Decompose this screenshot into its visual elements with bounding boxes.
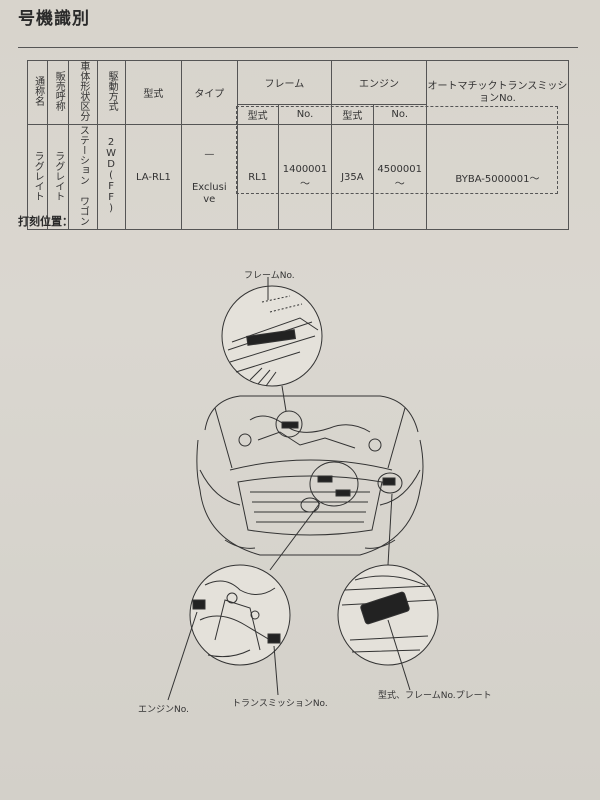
col-sales-name: 販売呼称 xyxy=(47,60,70,125)
col-at-no: オートマチックトランスミッションNo. xyxy=(425,60,570,125)
cell-engine-no: 4500001～ xyxy=(372,124,427,230)
cell-frame-model: RL1 xyxy=(236,124,279,230)
cell-at-no: BYBA-5000001～ xyxy=(425,124,570,230)
plate-location-mark xyxy=(382,477,396,486)
engine-detail-circle xyxy=(189,564,291,666)
col-frame: フレーム xyxy=(236,59,333,106)
frame-no-location-mark xyxy=(281,421,299,429)
cell-type-top: — xyxy=(204,148,215,160)
cell-type-bottom: Exclusive xyxy=(191,181,227,205)
cell-type: — Exclusive xyxy=(181,124,238,230)
page-title: 号機識別 xyxy=(18,9,90,29)
grille-outline xyxy=(237,475,383,536)
frame-no-stamp-mark xyxy=(246,329,297,346)
engine-no-label: エンジンNo. xyxy=(138,705,189,715)
frame-no-label: フレームNo. xyxy=(244,271,295,281)
col-engine: エンジン xyxy=(331,59,427,106)
transmission-no-label: トランスミッションNo. xyxy=(232,699,328,709)
col-model: 型式 xyxy=(124,60,183,125)
cell-drive: 2WD(FF) xyxy=(96,124,126,230)
col-body-type: 車体形状区分 xyxy=(68,60,98,125)
title-divider xyxy=(18,47,578,48)
cell-model: LA-RL1 xyxy=(124,124,183,230)
cell-body-type: ステーション ワゴン xyxy=(68,124,98,230)
cell-frame-no: 1400001～ xyxy=(277,124,333,230)
cell-engine-model: J35A xyxy=(331,124,374,230)
id-plate-mark xyxy=(360,591,410,625)
cell-sales-name: ラグレイト xyxy=(47,124,70,230)
transmission-no-stamp-mark xyxy=(267,633,281,644)
vehicle-id-table: 通称名 販売呼称 車体形状区分 駆動方式 型式 タイプ フレーム エンジン オー… xyxy=(26,59,570,230)
plate-label: 型式、フレームNo.プレート xyxy=(378,691,492,701)
col-type: タイプ xyxy=(181,60,238,125)
stamp-position-label: 打刻位置： xyxy=(18,215,73,228)
engine-no-stamp-mark xyxy=(192,599,206,610)
